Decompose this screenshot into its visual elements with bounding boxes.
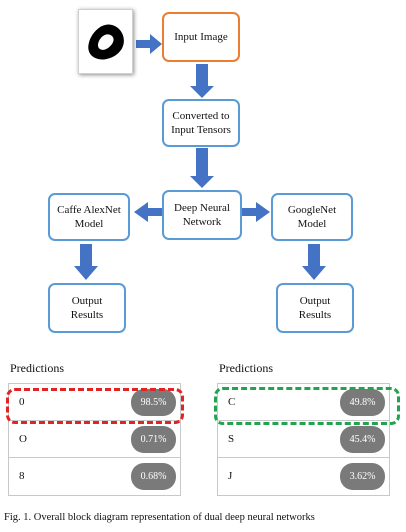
- prediction-score-pill: 0.68%: [131, 463, 176, 490]
- arrow-alexnet-to-output: [74, 244, 98, 280]
- output-results-right-box: Output Results: [276, 283, 354, 333]
- figure-caption: Fig. 1. Overall block diagram representa…: [4, 512, 315, 523]
- prediction-score-pill: 3.62%: [340, 463, 385, 490]
- tensors-box: Converted to Input Tensors: [162, 99, 240, 147]
- arrow-dnn-to-alexnet: [134, 202, 162, 222]
- prediction-label: 0: [19, 396, 25, 408]
- arrow-image-to-input: [136, 34, 162, 54]
- predictions-left-title: Predictions: [10, 361, 64, 375]
- prediction-label: J: [228, 470, 233, 482]
- prediction-row: 8 0.68%: [9, 458, 180, 495]
- output-results-left-box: Output Results: [48, 283, 126, 333]
- predictions-right-table: C 49.8% S 45.4% J 3.62%: [217, 383, 390, 496]
- arrow-dnn-to-googlenet: [242, 202, 270, 222]
- prediction-label: O: [19, 433, 27, 445]
- alexnet-box: Caffe AlexNet Model: [48, 193, 130, 241]
- prediction-row: C 49.8%: [218, 384, 389, 421]
- block-diagram: [74, 34, 326, 280]
- prediction-row: J 3.62%: [218, 458, 389, 495]
- prediction-row: 0 98.5%: [9, 384, 180, 421]
- predictions-right-title: Predictions: [219, 361, 273, 375]
- top-prediction-highlight-green: [214, 387, 400, 425]
- arrow-input-to-tensors: [190, 64, 214, 98]
- prediction-label: C: [228, 396, 236, 408]
- predictions-left-table: 0 98.5% O 0.71% 8 0.68%: [8, 383, 181, 496]
- handwritten-zero-icon: [88, 24, 124, 60]
- input-image-box: Input Image: [162, 12, 240, 62]
- prediction-row: O 0.71%: [9, 421, 180, 458]
- prediction-score-pill: 49.8%: [340, 389, 385, 416]
- prediction-label: S: [228, 433, 235, 445]
- dnn-box: Deep Neural Network: [162, 190, 242, 240]
- arrow-googlenet-to-output: [302, 244, 326, 280]
- prediction-score-pill: 0.71%: [131, 426, 176, 453]
- top-prediction-highlight-red: [6, 388, 184, 424]
- input-digit-thumbnail: [78, 9, 133, 74]
- prediction-score-pill: 98.5%: [131, 389, 176, 416]
- googlenet-box: GoogleNet Model: [271, 193, 353, 241]
- prediction-row: S 45.4%: [218, 421, 389, 458]
- arrow-tensors-to-dnn: [190, 148, 214, 188]
- prediction-score-pill: 45.4%: [340, 426, 385, 453]
- prediction-label: 8: [19, 470, 25, 482]
